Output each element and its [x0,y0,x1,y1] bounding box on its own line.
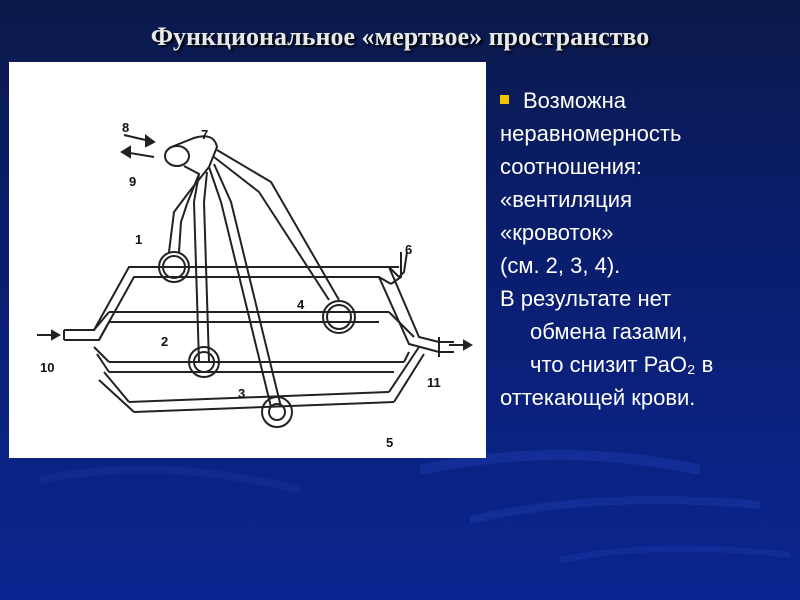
text-line: что снизит РаО₂ в [530,352,714,377]
bullet-item: Возможна [500,84,790,117]
text-line: оттекающей крови. [500,385,696,410]
text-line: (см. 2, 3, 4). [500,253,621,278]
text-line: В результате нет [500,286,672,311]
text-line: «вентиляция [500,187,632,212]
text-line: неравномерность [500,121,682,146]
text-line: соотношения: [500,154,643,179]
diagram-label-3: 3 [238,386,245,401]
alveolar-dead-space-diagram: 8 7 9 1 6 4 2 10 11 3 5 [9,62,486,458]
diagram-label-5: 5 [386,435,393,450]
slide-title: Функциональное «мертвое» пространство [150,22,650,51]
diagram-label-8: 8 [122,120,129,135]
explanation-text-block: Возможна неравномерность соотношения: «в… [500,84,790,414]
diagram-label-9: 9 [129,174,136,189]
text-line: «кровоток» [500,220,614,245]
diagram-label-10: 10 [40,360,54,375]
diagram-label-4: 4 [297,297,305,312]
diagram-label-1: 1 [135,232,142,247]
diagram-label-6: 6 [405,242,412,257]
diagram-svg: 8 7 9 1 6 4 2 10 11 3 5 [37,120,474,450]
square-bullet-icon [500,95,509,104]
text-line: обмена газами, [530,319,688,344]
text-line: Возможна [523,88,626,113]
diagram-label-11: 11 [427,375,441,390]
diagram-label-2: 2 [161,334,168,349]
diagram-label-7: 7 [201,127,208,142]
